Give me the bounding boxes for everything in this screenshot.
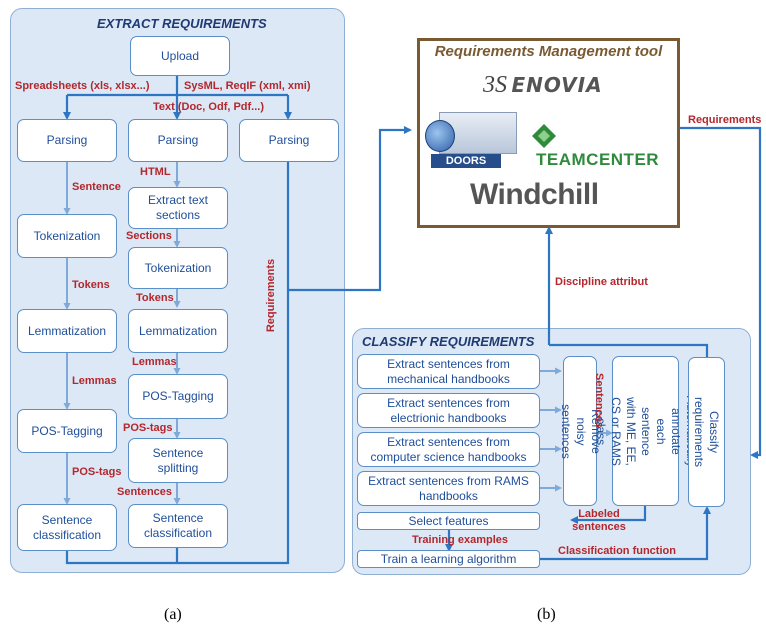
teamcenter-logo: TEAMCENTER	[522, 122, 672, 172]
enovia-logo: 3S ENOVIA	[483, 72, 603, 99]
left-parsing-box: Parsing	[17, 119, 117, 162]
requirements-vertical-text: Requirements	[265, 258, 278, 332]
extract-mechanical-box: Extract sentences from mechanical handbo…	[357, 354, 540, 389]
caption-a: (a)	[164, 606, 182, 623]
left-lemmatization-box: Lemmatization	[17, 309, 117, 353]
windchill-logo: Windchill	[470, 178, 599, 211]
classify-requirements-box: Classify requirements	[688, 357, 725, 507]
label-sections: Sections	[126, 230, 172, 242]
select-features-box: Select features	[357, 512, 540, 530]
right-parsing-box: Parsing	[239, 119, 339, 162]
upload-box: Upload	[130, 36, 230, 76]
annotate-box: Automatically annotate each sentence wit…	[594, 356, 698, 506]
train-algorithm-box: Train a learning algorithm	[357, 550, 540, 568]
label-sentence: Sentence	[72, 181, 121, 193]
teamcenter-logo-text: TEAMCENTER	[536, 150, 660, 169]
label-pos-tags-mid: POS-tags	[123, 422, 173, 434]
label-lemmas-left: Lemmas	[72, 375, 117, 387]
left-sentence-classification-box: Sentence classification	[17, 504, 117, 551]
mid-parsing-box: Parsing	[128, 119, 228, 162]
teamcenter-leaf-icon	[532, 124, 556, 148]
label-labeled-sentences: Labeled sentences	[572, 508, 626, 533]
extract-text-sections-box: Extract text sections	[128, 187, 228, 229]
classify-requirements-title: CLASSIFY REQUIREMENTS	[362, 334, 535, 349]
extract-rams-box: Extract sentences from RAMS handbooks	[357, 471, 540, 506]
label-lemmas-mid: Lemmas	[132, 356, 177, 368]
mid-tokenization-box: Tokenization	[128, 247, 228, 289]
left-pos-tagging-box: POS-Tagging	[17, 409, 117, 453]
doors-logo: DOORS	[423, 112, 517, 170]
label-text: Text (Doc, Odf, Pdf...)	[153, 101, 265, 113]
extract-computer-science-box: Extract sentences from computer science …	[357, 432, 540, 467]
label-requirements-vertical: Requirements	[262, 245, 282, 345]
annotate-text: Automatically annotate each sentence wit…	[594, 395, 698, 466]
left-tokenization-box: Tokenization	[17, 214, 117, 258]
label-tokens-left: Tokens	[72, 279, 110, 291]
doors-logo-text: DOORS	[431, 154, 501, 168]
label-discipline-attribut: Discipline attribut	[555, 276, 648, 288]
enovia-ds-icon: 3S	[483, 72, 507, 98]
label-html: HTML	[140, 166, 171, 178]
doors-globe-icon	[425, 120, 455, 152]
extract-electronic-box: Extract sentences from electrionic handb…	[357, 393, 540, 428]
caption-b: (b)	[537, 606, 556, 623]
label-training-examples: Training examples	[412, 534, 508, 546]
sentence-splitting-box: Sentence splitting	[128, 438, 228, 483]
label-requirements-out: Requirements	[688, 114, 762, 126]
extract-requirements-title: EXTRACT REQUIREMENTS	[97, 16, 267, 31]
classify-requirements-text: Classify requirements	[692, 396, 722, 468]
enovia-logo-text: ENOVIA	[511, 73, 603, 97]
remove-noisy-sentences-box: Remove noisy sentences	[559, 356, 603, 506]
mid-lemmatization-box: Lemmatization	[128, 309, 228, 353]
label-tokens-mid: Tokens	[136, 292, 174, 304]
label-sentences-mid: Sentences	[117, 486, 173, 498]
label-sysml: SysML, ReqIF (xml, xmi)	[184, 80, 311, 92]
rmt-title: Requirements Management tool	[434, 43, 663, 60]
label-classification-function: Classification function	[558, 545, 676, 557]
label-spreadsheets: Spreadsheets (xls, xlsx...)	[15, 80, 150, 92]
mid-sentence-classification-box: Sentence classification	[128, 504, 228, 548]
label-pos-tags-left: POS-tags	[72, 466, 122, 478]
mid-pos-tagging-box: POS-Tagging	[128, 374, 228, 419]
